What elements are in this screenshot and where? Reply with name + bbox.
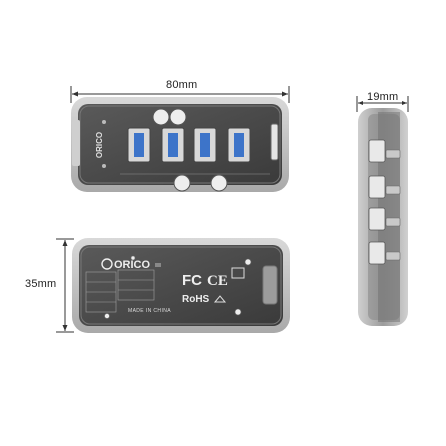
- usb-port-group: [127, 127, 251, 163]
- width-label: 80mm: [166, 79, 198, 91]
- height-dimension-line: [56, 238, 74, 333]
- recycle-icon: [213, 295, 227, 303]
- width-dimension-line: [70, 86, 290, 103]
- bottom-view: ORICO FC CE RoHS MADE IN CHINA: [56, 238, 290, 333]
- bottom-brand-logo: ORICO: [114, 259, 151, 271]
- capacitors-top-row: [102, 108, 228, 192]
- depth-label: 19mm: [367, 91, 399, 103]
- ce-mark: CE: [207, 273, 228, 289]
- depth-dimension-line: [356, 96, 409, 112]
- made-in-text: MADE IN CHINA: [128, 308, 171, 314]
- side-view: [356, 96, 409, 326]
- bottom-pcb: [79, 245, 283, 326]
- pcb-traces: [85, 269, 155, 313]
- side-usb-slots: [368, 139, 386, 265]
- bottom-logo-icon: [101, 258, 113, 270]
- rohs-mark: RoHS: [182, 294, 210, 305]
- bottom-power-port: [262, 265, 278, 305]
- top-brand-logo: ORICO: [95, 132, 104, 158]
- left-cable-connector: [72, 120, 80, 166]
- right-power-port: [270, 123, 279, 161]
- top-view: ORICO: [70, 86, 290, 192]
- height-label: 35mm: [25, 278, 57, 290]
- fcc-mark: FC: [182, 272, 202, 289]
- weee-icon: [231, 267, 245, 279]
